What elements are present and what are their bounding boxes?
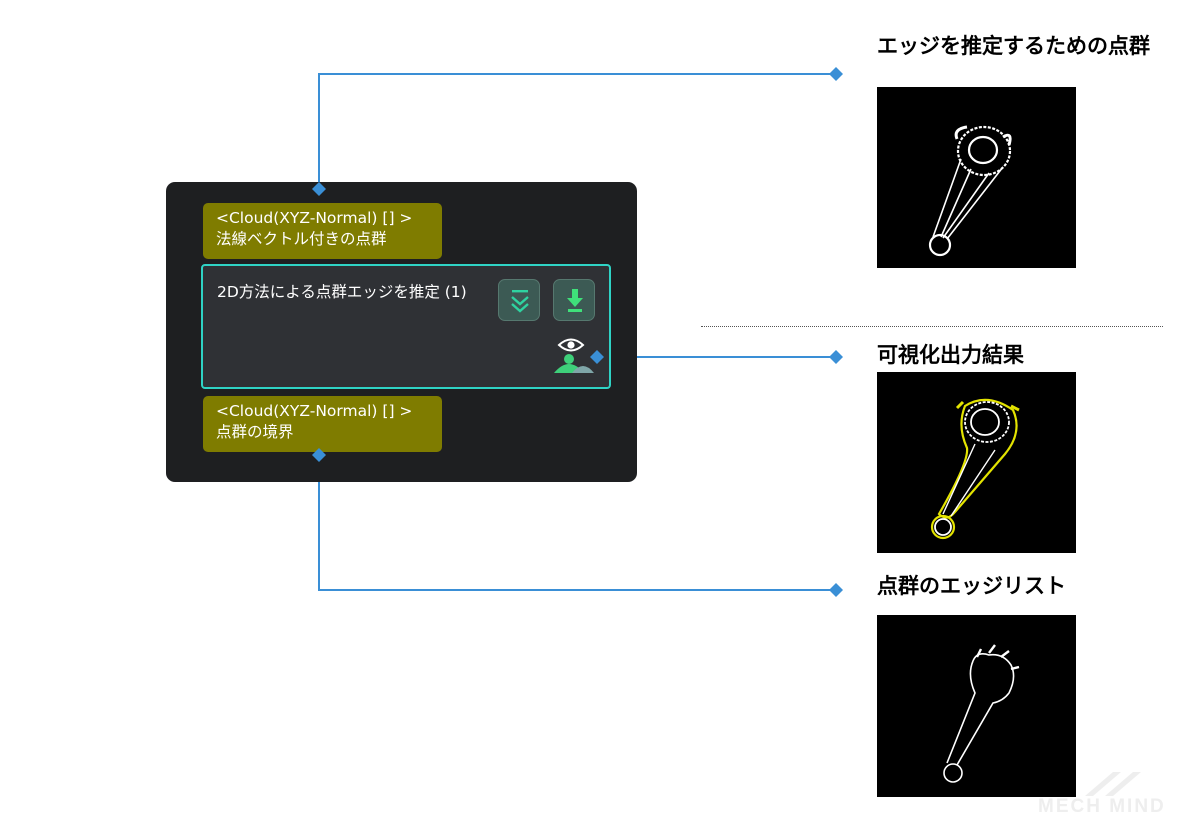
connecting-rod-outline-image (943, 644, 1020, 783)
connector-end-diamond (829, 583, 843, 597)
connector-input (318, 73, 836, 190)
connector-output (318, 455, 836, 591)
step-box[interactable]: 2D方法による点群エッジを推定 (1) (201, 264, 611, 389)
output-port[interactable]: <Cloud(XYZ-Normal) [] > 点群の境界 (203, 396, 442, 452)
mech-mind-logo-mark (1085, 772, 1141, 796)
step-node[interactable]: <Cloud(XYZ-Normal) [] > 法線ベクトル付きの点群 2D方法… (166, 182, 637, 482)
output-label-edge-cloud: エッジを推定するための点群 (877, 34, 1150, 58)
brand-watermark: MECH MIND (1038, 796, 1166, 817)
visualization-eye-icon[interactable] (552, 335, 596, 375)
expand-button[interactable] (498, 279, 540, 321)
connecting-rod-image (928, 125, 1012, 257)
step-title: 2D方法による点群エッジを推定 (1) (217, 283, 467, 301)
connector-end-diamond (829, 350, 843, 364)
visualization-thumbnail (877, 372, 1076, 553)
edge-cloud-thumbnail (877, 87, 1076, 268)
connecting-rod-edges-image (930, 398, 1020, 540)
output-port-type: <Cloud(XYZ-Normal) [] > (216, 402, 413, 420)
output-label-visualization: 可視化出力結果 (877, 343, 1024, 367)
input-port[interactable]: <Cloud(XYZ-Normal) [] > 法線ベクトル付きの点群 (203, 203, 442, 259)
input-port-type: <Cloud(XYZ-Normal) [] > (216, 209, 413, 227)
input-port-name: 法線ベクトル付きの点群 (216, 230, 387, 248)
section-divider (701, 326, 1163, 327)
download-button[interactable] (553, 279, 595, 321)
double-chevron-down-icon (511, 290, 529, 313)
download-arrow-icon (567, 289, 583, 312)
output-port-name: 点群の境界 (216, 423, 294, 441)
edge-list-thumbnail (877, 615, 1076, 797)
connector-end-diamond (829, 67, 843, 81)
output-label-edge-list: 点群のエッジリスト (877, 574, 1066, 598)
